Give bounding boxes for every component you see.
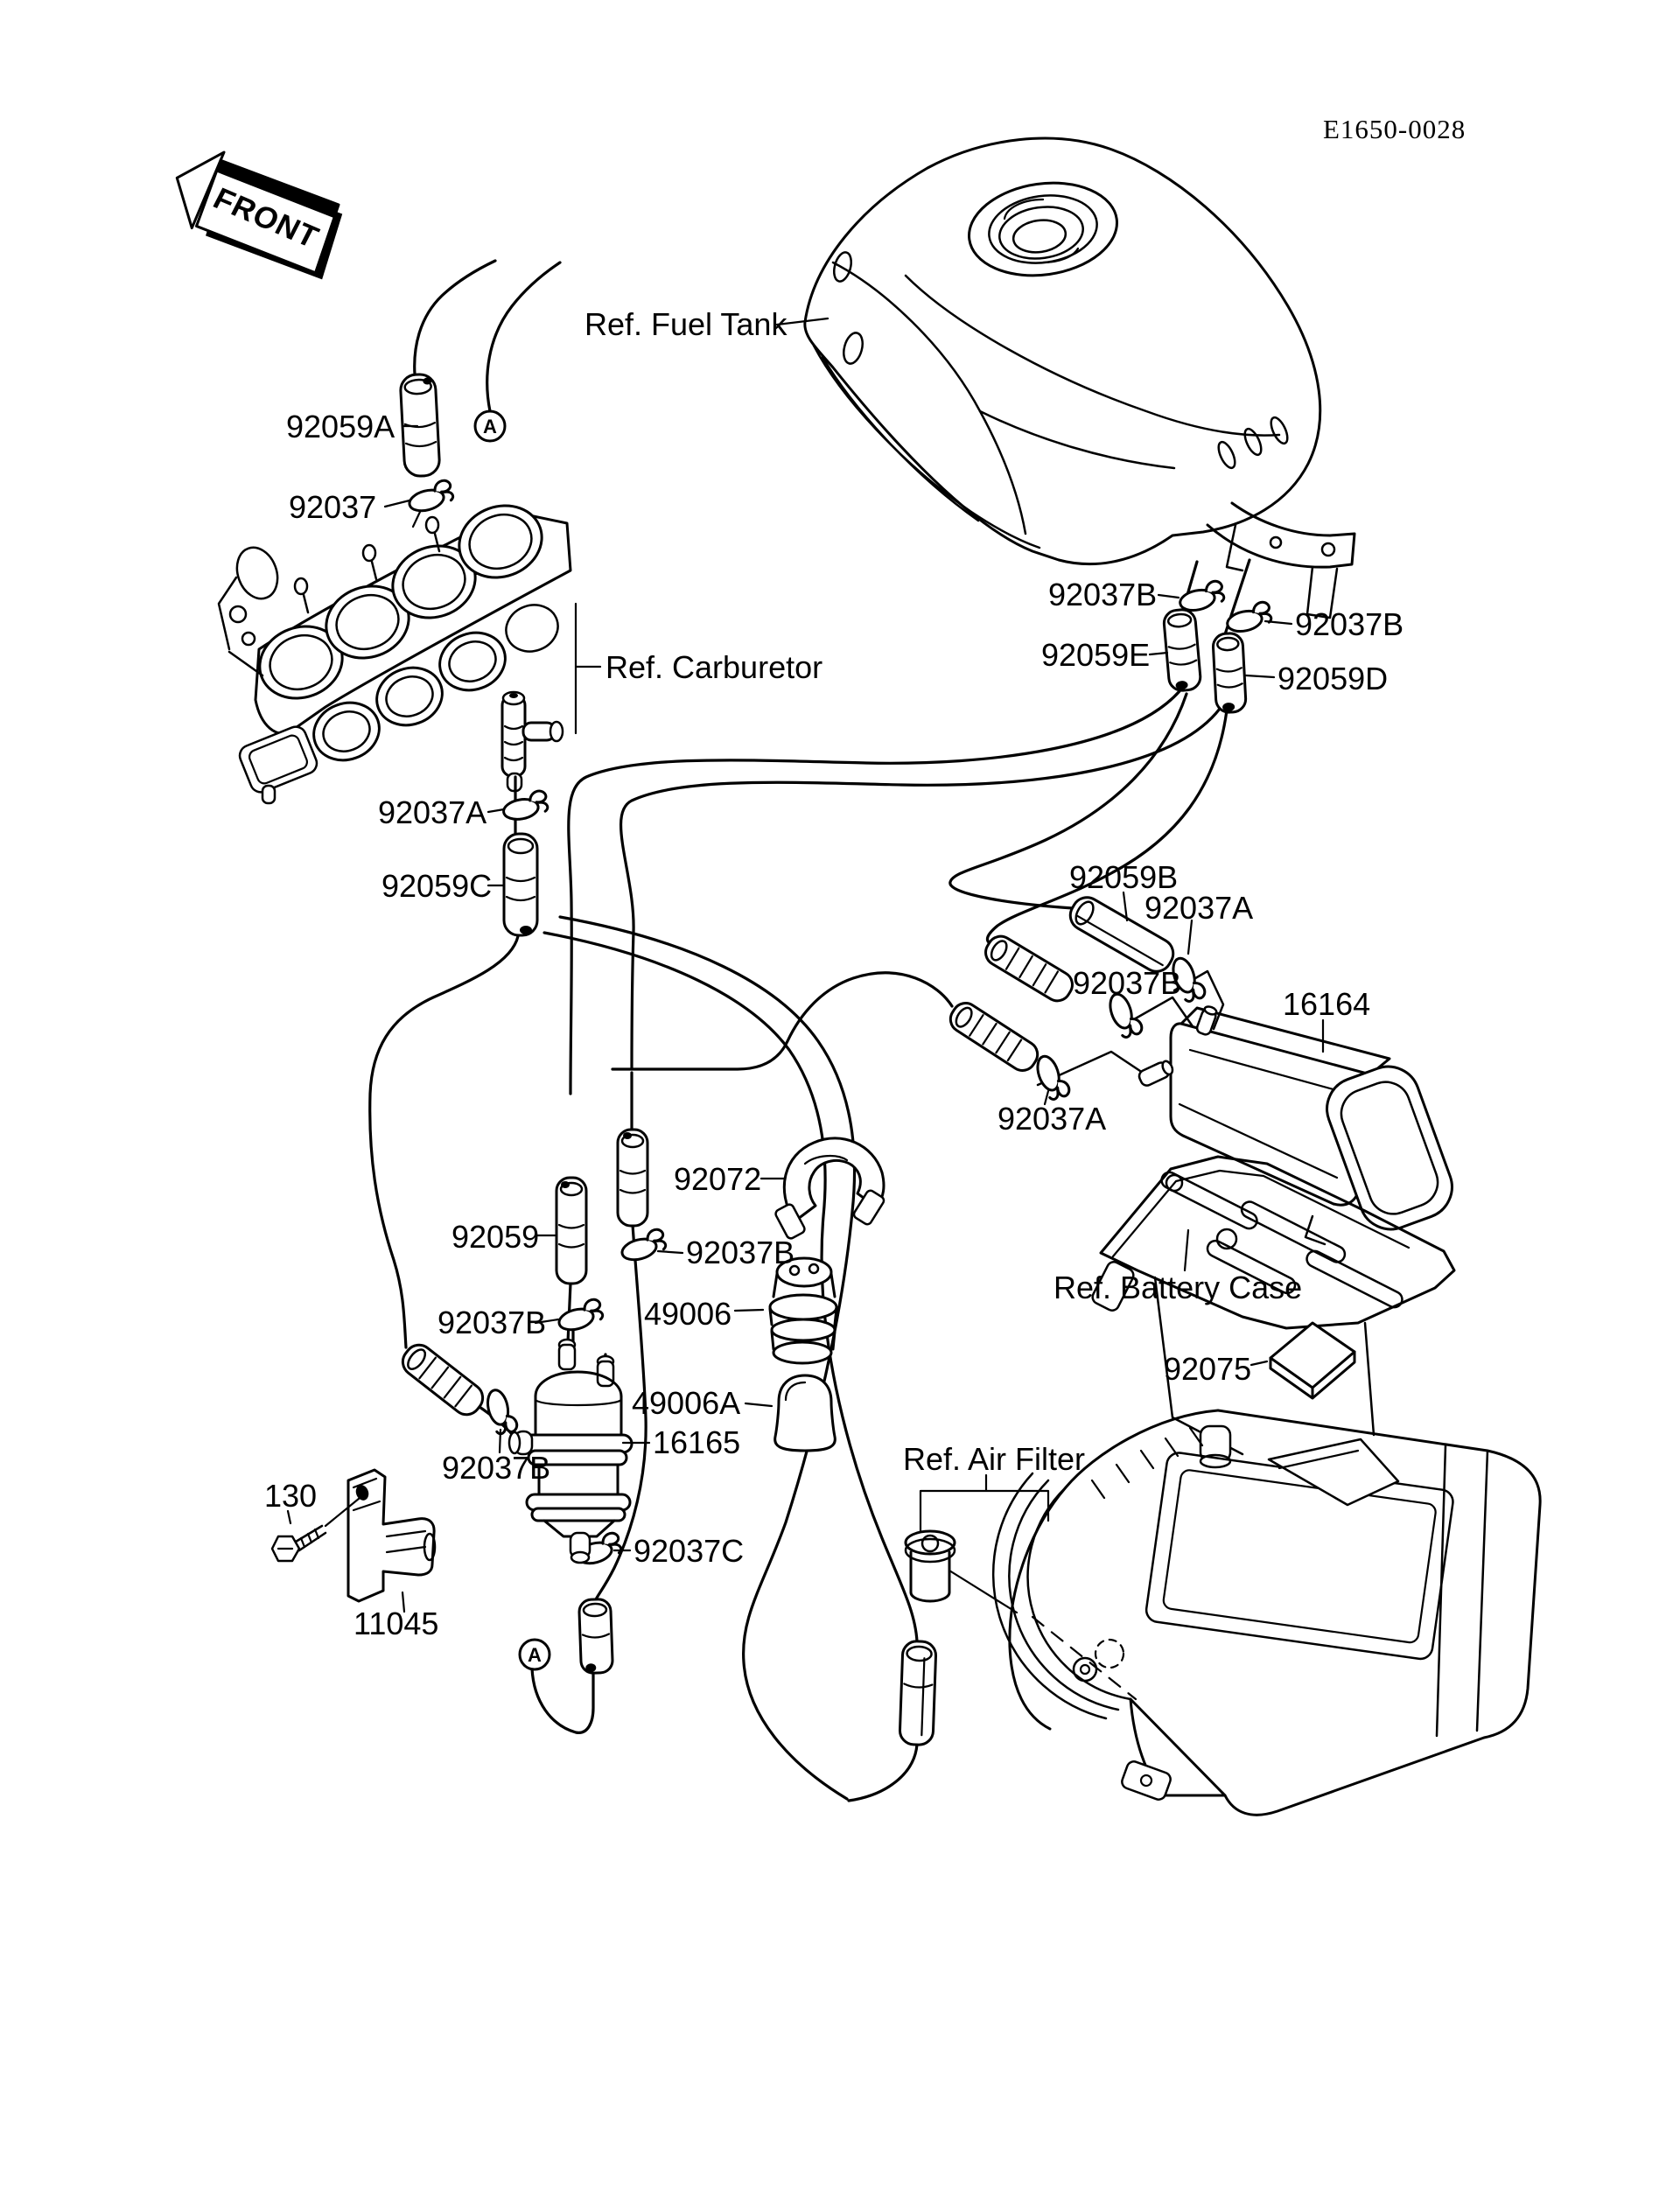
tube-bottom-a xyxy=(578,1598,614,1675)
boot-49006 xyxy=(768,1256,838,1365)
callout-16164: 16164 xyxy=(1283,986,1370,1022)
boot-49006a xyxy=(774,1374,836,1452)
clamp-92037b-pump xyxy=(483,1385,520,1438)
striped-tube-canister-b xyxy=(948,1002,1040,1072)
carburetor xyxy=(217,504,572,805)
drain-hose-2 xyxy=(542,931,919,1643)
striped-tube-pump xyxy=(401,1343,485,1417)
canister-hose-1 xyxy=(948,692,1188,910)
air-filter-housing xyxy=(991,1409,1542,1816)
clamp-92037b-mid-left xyxy=(554,1296,606,1335)
callout-92075: 92075 xyxy=(1164,1351,1251,1387)
tube-92059d xyxy=(1211,632,1248,714)
pad-92075 xyxy=(1269,1321,1356,1400)
callout-92059E: 92059E xyxy=(1041,637,1150,673)
callout-16165: 16165 xyxy=(653,1424,740,1460)
clamp-92037a-carb xyxy=(500,788,551,823)
ref-carburetor-label: Ref. Carburetor xyxy=(606,649,822,685)
tube-92059a xyxy=(399,373,441,478)
t-fitting xyxy=(500,690,564,793)
canister-16164 xyxy=(1138,1005,1453,1246)
callout-11045: 11045 xyxy=(354,1606,438,1641)
callout-92037B-tank-left: 92037B xyxy=(1048,577,1157,612)
vent-hose-a-top xyxy=(413,259,497,376)
tube-92059b xyxy=(1068,896,1175,973)
callout-92037A-canister-bottom: 92037A xyxy=(998,1101,1106,1137)
front-arrow-sign: FRONT xyxy=(175,150,343,280)
tube-mid-2 xyxy=(616,1128,649,1228)
battery-case-tray xyxy=(1091,1155,1456,1469)
callout-92037B-tank-right: 92037B xyxy=(1295,606,1404,642)
a-marker-wire-bottom xyxy=(530,1667,595,1734)
callout-92037A-canister-top: 92037A xyxy=(1144,890,1253,926)
a-marker-leader-curve xyxy=(486,261,562,413)
tube-92059e xyxy=(1162,608,1202,692)
callout-92037C: 92037C xyxy=(634,1533,744,1569)
a-marker-bottom-label: A xyxy=(528,1644,542,1666)
bolt-130 xyxy=(270,1524,327,1563)
callout-92059C: 92059C xyxy=(382,868,492,904)
tube-92059c xyxy=(502,832,539,937)
canister-hose-2 xyxy=(985,709,1228,945)
callout-49006: 49006 xyxy=(644,1296,732,1332)
callout-92037A-carb: 92037A xyxy=(378,794,486,830)
callout-92037: 92037 xyxy=(289,489,376,525)
tube-92059 xyxy=(555,1176,588,1285)
clamp-92037a-canister-bottom xyxy=(1032,1050,1073,1103)
callout-92037B-mid-right: 92037B xyxy=(686,1235,794,1270)
fuel-pump-16165 xyxy=(508,1338,634,1564)
callout-92037B-pump: 92037B xyxy=(442,1450,550,1486)
hose-92059c-to-pump xyxy=(368,934,520,1349)
tube-bottom-right xyxy=(899,1640,937,1746)
a-marker-top-label: A xyxy=(483,416,497,437)
drawing-number: E1650-0028 xyxy=(1323,114,1466,144)
hose-routing xyxy=(368,259,1251,1802)
clamp-92037 xyxy=(404,477,457,516)
callout-49006A: 49006A xyxy=(632,1385,740,1421)
bracket-11045 xyxy=(346,1468,437,1603)
callout-92059B: 92059B xyxy=(1069,859,1178,895)
callout-labels: Ref. Fuel Tank Ref. Carburetor Ref. Batt… xyxy=(264,306,1404,1641)
callout-92059A: 92059A xyxy=(286,409,395,444)
a-marker-bottom: A xyxy=(518,1638,551,1671)
ref-battery-case-label: Ref. Battery Case xyxy=(1054,1270,1302,1305)
canister-hose-3 xyxy=(611,971,954,1071)
callout-92059D: 92059D xyxy=(1278,661,1388,696)
a-marker-top: A xyxy=(473,409,507,443)
fuel-tank xyxy=(803,136,1356,619)
clamps xyxy=(404,477,1275,1569)
air-filter-elbow xyxy=(904,1529,1018,1614)
band-92072 xyxy=(774,1137,886,1240)
clamp-92037b-tank-left xyxy=(1175,578,1228,615)
callout-92037B-mid-left: 92037B xyxy=(438,1305,546,1340)
callout-92072: 92072 xyxy=(674,1161,761,1197)
tubes xyxy=(399,373,1248,1746)
callout-130: 130 xyxy=(264,1478,317,1514)
fuel-hose-1 xyxy=(567,689,1181,1095)
striped-tube-canister-a xyxy=(984,934,1074,1003)
callout-92059: 92059 xyxy=(452,1219,539,1255)
clamp-92037b-mid-right xyxy=(617,1226,669,1265)
leader-lines xyxy=(286,317,1325,1613)
ref-fuel-tank-label: Ref. Fuel Tank xyxy=(584,306,788,342)
ref-air-filter-label: Ref. Air Filter xyxy=(903,1441,1085,1477)
clamp-92037b-tank-right xyxy=(1222,599,1275,636)
callout-92037B-canister: 92037B xyxy=(1073,965,1181,1001)
